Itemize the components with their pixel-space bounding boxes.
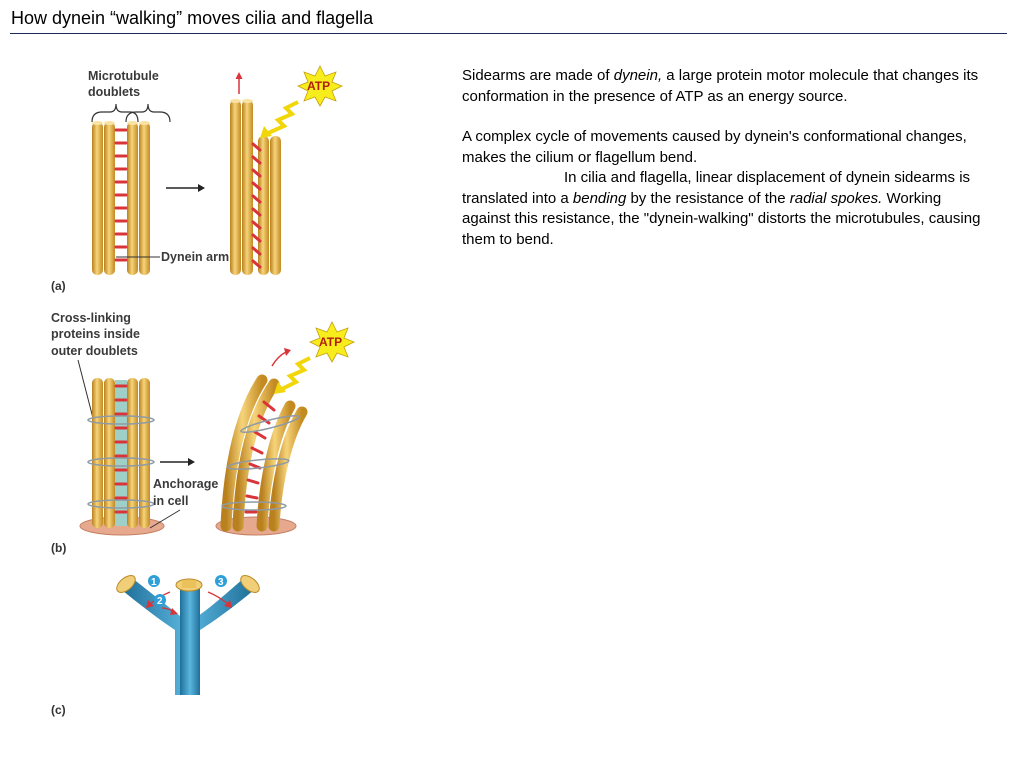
p1-text-start: Sidearms are made of (462, 67, 614, 84)
p3-emphasis-bending: bending (572, 189, 627, 207)
paragraph-cycle: A complex cycle of movements caused by d… (462, 127, 982, 250)
p3-text-a: In cilia and flagella, linear displaceme… (462, 169, 971, 207)
label-crosslink-line3: outer doublets (51, 344, 138, 358)
step-2-badge (154, 594, 166, 606)
label-crosslink-line2: proteins inside (51, 327, 140, 341)
label-anchorage-line2: in cell (153, 494, 188, 508)
label-anchorage-line1: Anchorage (153, 477, 218, 491)
doublets-anchored (79, 378, 165, 536)
p3-text-b: by the resistance of the (626, 189, 790, 207)
step-1-badge (148, 575, 160, 587)
panel-b: Cross-linking proteins inside outer doub… (51, 311, 355, 555)
panel-a: Microtubule doublets (51, 65, 343, 293)
dynein-figure: Microtubule doublets (51, 65, 355, 717)
title-divider (10, 33, 1007, 34)
panel-c: 1 2 3 (c) (51, 575, 260, 717)
step-badges: 1 2 3 (148, 575, 227, 607)
paragraph-dynein: Sidearms are made of dynein, a large pro… (462, 66, 982, 107)
label-dynein-arm: Dynein arm (161, 250, 229, 264)
p3-text-c: Working against this resistance, the "dy… (462, 189, 981, 248)
panel-a-tag: (a) (51, 279, 66, 293)
atp-burst-b: ATP (274, 321, 355, 394)
step-3-label: 3 (218, 577, 224, 588)
slide-title: How dynein “walking” moves cilia and fla… (11, 8, 374, 28)
bracket-right-doublet (125, 103, 171, 123)
doublets-before (92, 121, 150, 275)
panel-c-tag: (c) (51, 703, 66, 717)
p2-text: A complex cycle of movements caused by d… (462, 128, 967, 166)
cilium-tip-right (240, 575, 260, 593)
dynein-arms-before (114, 128, 128, 262)
step-2-label: 2 (157, 596, 163, 607)
bend-arrow (271, 351, 287, 367)
cilium-tip-left (116, 575, 136, 593)
p1-emphasis-dynein: dynein, (613, 67, 663, 84)
p1-text-end: a large protein motor molecule that chan… (462, 67, 979, 105)
p3-emphasis-radial-spokes: radial spokes. (789, 189, 883, 207)
step-1-label: 1 (151, 577, 157, 588)
label-crosslink-line1: Cross-linking (51, 311, 131, 325)
dynein-arms-after (251, 142, 262, 269)
label-microtubule-doublets-line1: Microtubule (88, 69, 159, 83)
atp-label-a: ATP (307, 79, 330, 93)
body-text: Sidearms are made of dynein, a large pro… (462, 66, 982, 250)
doublets-after (230, 99, 281, 275)
step-3-badge (215, 575, 227, 587)
atp-burst-a: ATP (260, 65, 343, 138)
doublets-bent (215, 374, 308, 536)
panel-b-tag: (b) (51, 541, 66, 555)
crosslink-fill (115, 380, 127, 526)
atp-label-b: ATP (319, 335, 342, 349)
label-microtubule-doublets-line2: doublets (88, 85, 140, 99)
